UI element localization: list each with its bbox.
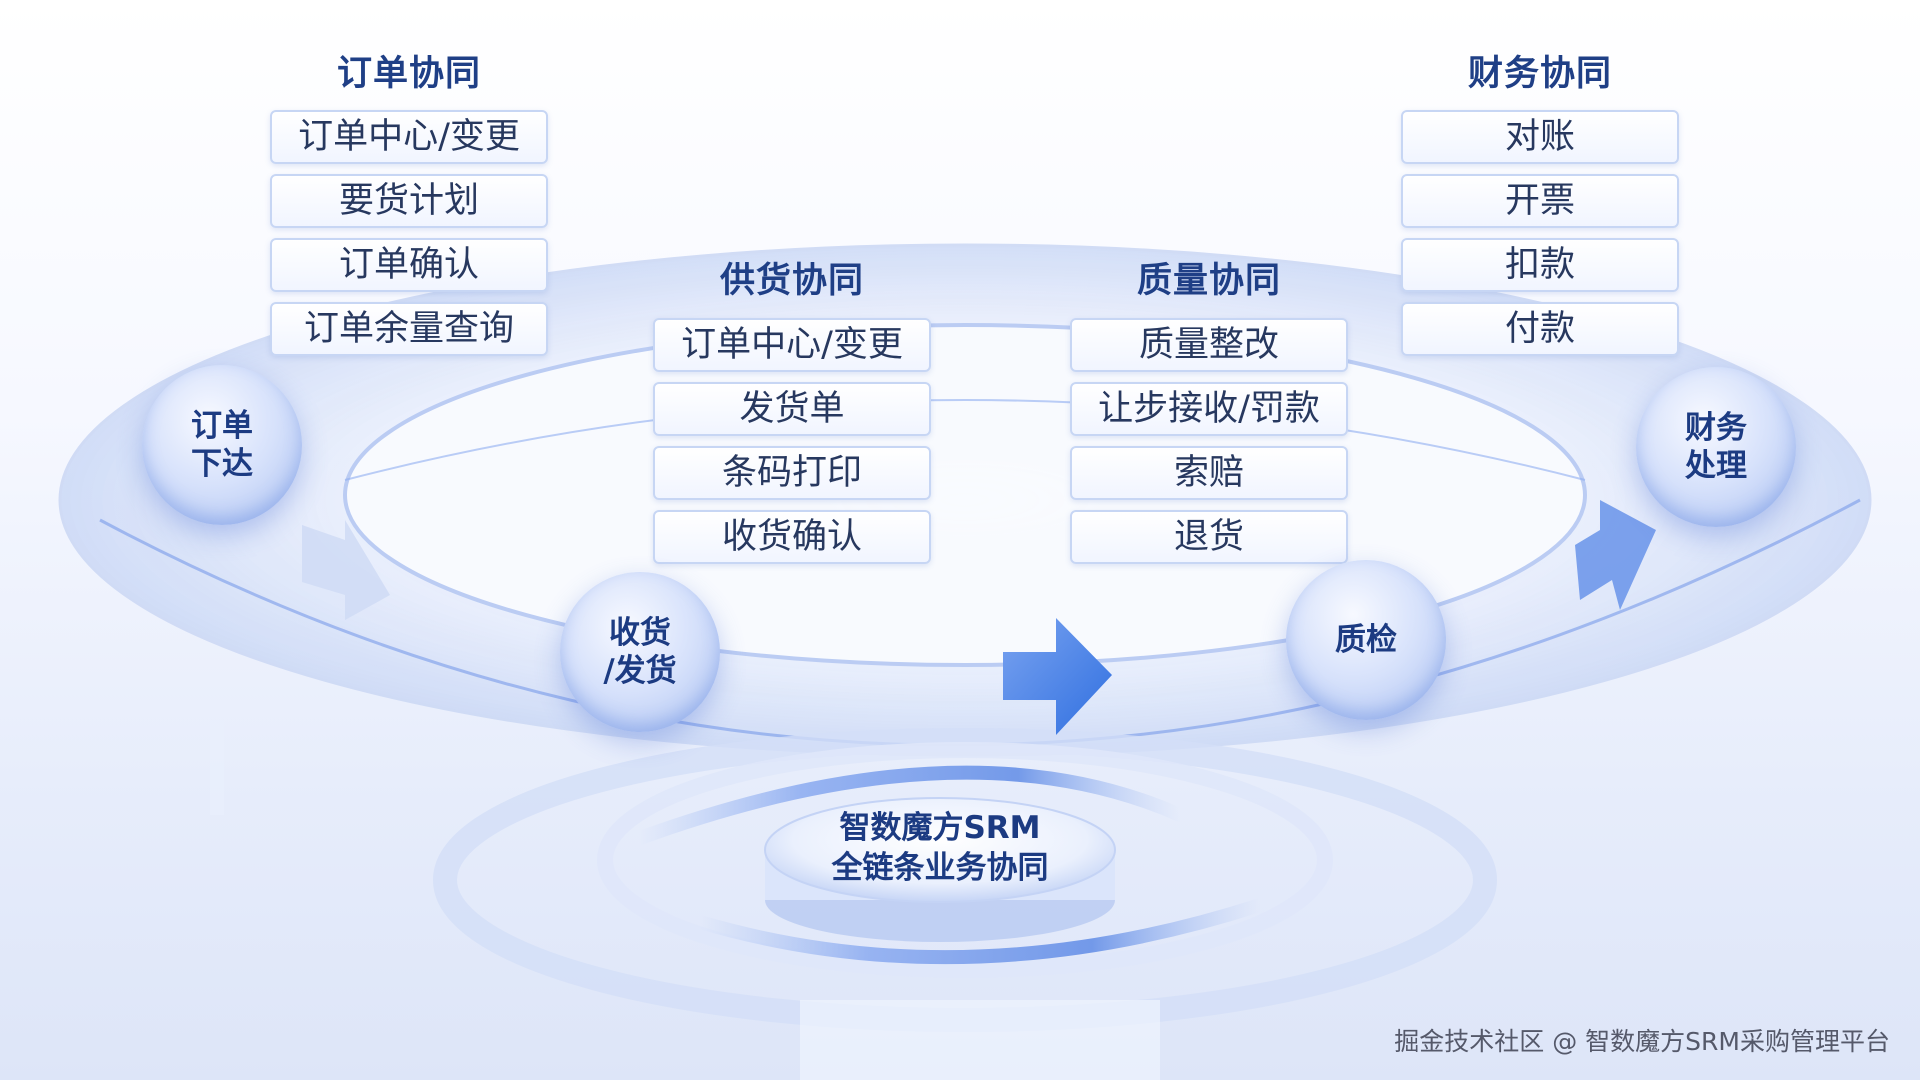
finance-collab-item[interactable]: 扣款 bbox=[1401, 238, 1679, 292]
finance-collab-item[interactable]: 开票 bbox=[1401, 174, 1679, 228]
platform-label: 智数魔方SRM 全链条业务协同 bbox=[780, 808, 1100, 888]
order-collab-item[interactable]: 订单中心/变更 bbox=[270, 110, 548, 164]
supply-collab-list: 订单中心/变更 发货单 条码打印 收货确认 bbox=[653, 318, 931, 574]
quality-collab-item[interactable]: 索赔 bbox=[1070, 446, 1348, 500]
order-collab-list: 订单中心/变更 要货计划 订单确认 订单余量查询 bbox=[270, 110, 548, 366]
order-collab-item[interactable]: 订单确认 bbox=[270, 238, 548, 292]
order-collab-item[interactable]: 订单余量查询 bbox=[270, 302, 548, 356]
order-issue-label: 订单 下达 bbox=[191, 408, 253, 482]
receive-ship-label: 收货 /发货 bbox=[603, 615, 677, 689]
quality-collab-item[interactable]: 质量整改 bbox=[1070, 318, 1348, 372]
finance-collab-title: 财务协同 bbox=[1467, 54, 1612, 94]
finance-process-label: 财务 处理 bbox=[1685, 410, 1747, 484]
inspection-node[interactable]: 质检 bbox=[1286, 560, 1446, 720]
order-collab-title: 订单协同 bbox=[336, 54, 481, 94]
order-collab-item[interactable]: 要货计划 bbox=[270, 174, 548, 228]
inspection-label: 质检 bbox=[1335, 622, 1397, 658]
quality-collab-item[interactable]: 退货 bbox=[1070, 510, 1348, 564]
platform-subtitle: 全链条业务协同 bbox=[831, 850, 1049, 886]
supply-collab-item[interactable]: 收货确认 bbox=[653, 510, 931, 564]
supply-collab-item[interactable]: 发货单 bbox=[653, 382, 931, 436]
receive-ship-node[interactable]: 收货 /发货 bbox=[560, 572, 720, 732]
finance-collab-item[interactable]: 付款 bbox=[1401, 302, 1679, 356]
supply-collab-title: 供货协同 bbox=[719, 261, 864, 301]
footer-watermark: 掘金技术社区 @ 智数魔方SRM采购管理平台 bbox=[1394, 1027, 1890, 1056]
order-issue-node[interactable]: 订单 下达 bbox=[142, 365, 302, 525]
platform-name: 智数魔方SRM bbox=[839, 810, 1041, 846]
quality-collab-item[interactable]: 让步接收/罚款 bbox=[1070, 382, 1348, 436]
finance-collab-item[interactable]: 对账 bbox=[1401, 110, 1679, 164]
quality-collab-list: 质量整改 让步接收/罚款 索赔 退货 bbox=[1070, 318, 1348, 574]
supply-collab-item[interactable]: 条码打印 bbox=[653, 446, 931, 500]
finance-collab-list: 对账 开票 扣款 付款 bbox=[1401, 110, 1679, 366]
finance-process-node[interactable]: 财务 处理 bbox=[1636, 367, 1796, 527]
quality-collab-title: 质量协同 bbox=[1136, 261, 1281, 301]
supply-collab-item[interactable]: 订单中心/变更 bbox=[653, 318, 931, 372]
